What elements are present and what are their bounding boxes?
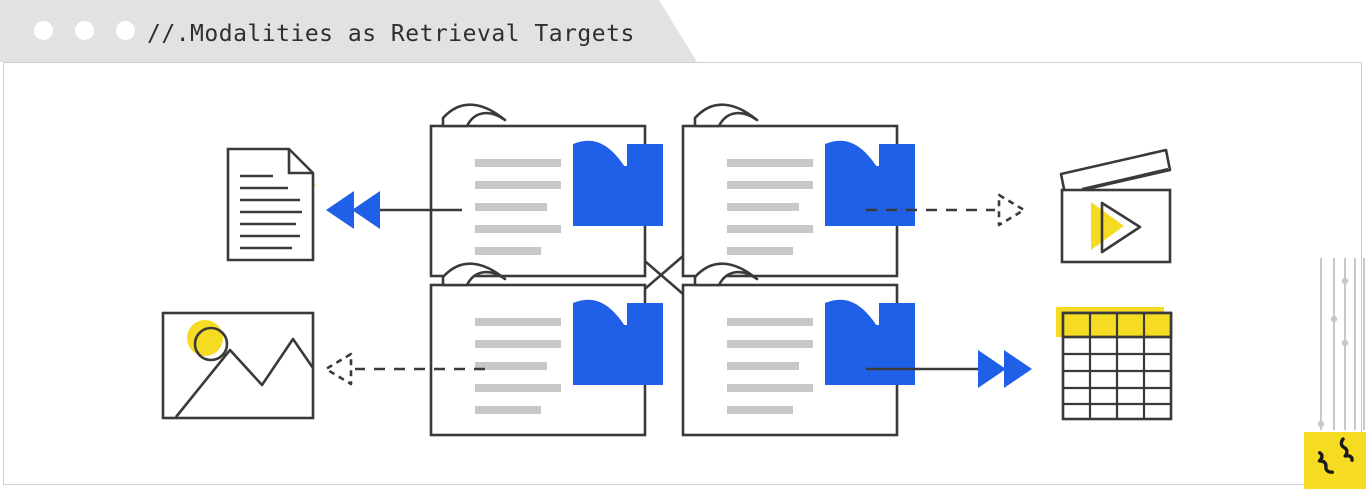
window-minimize-dot[interactable] — [75, 21, 94, 40]
code-braces-badge[interactable] — [1304, 432, 1366, 489]
page-title: //.Modalities as Retrieval Targets — [147, 21, 635, 47]
window-controls[interactable] — [34, 21, 135, 40]
content-frame — [3, 62, 1362, 485]
window-maximize-dot[interactable] — [116, 21, 135, 40]
window-close-dot[interactable] — [34, 21, 53, 40]
